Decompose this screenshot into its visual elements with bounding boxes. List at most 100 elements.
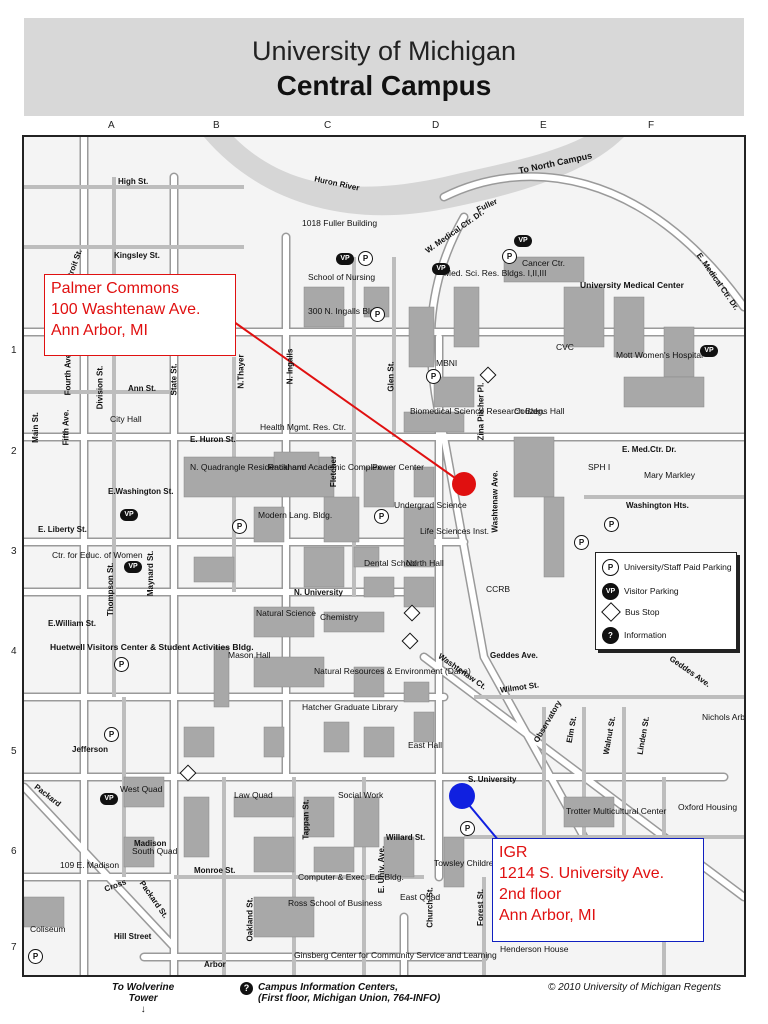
label-madison: Madison (134, 839, 167, 848)
label-state-st: State St. (169, 363, 179, 396)
label-ccrb: CCRB (486, 584, 511, 594)
label-e-william-st: E.William St. (48, 619, 96, 628)
label-undergrad-science: Undergrad Science (394, 500, 467, 510)
legend-label: University/Staff Paid Parking (624, 562, 732, 572)
label-univ-medical-center: University Medical Center (580, 280, 684, 290)
palmer-callout-city: Ann Arbor, MI (51, 322, 148, 339)
grid-col-d: D (432, 120, 440, 131)
grid-row-7: 7 (11, 942, 17, 953)
map-title-band: University of Michigan Central Campus (24, 18, 744, 116)
map-legend: P University/Staff Paid Parking VP Visit… (595, 552, 737, 650)
visitor-parking-icon[interactable]: VP (336, 253, 354, 265)
parking-icon[interactable]: P (604, 517, 619, 532)
label-forest-st: Forest St. (475, 889, 485, 926)
parking-icon[interactable]: P (370, 307, 385, 322)
grid-row-1: 1 (11, 345, 17, 356)
palmer-commons-marker[interactable] (452, 472, 476, 496)
legend-label: Information (624, 630, 667, 640)
footer-copyright: © 2010 University of Michigan Regents (548, 982, 722, 993)
igr-callout-city: Ann Arbor, MI (499, 907, 596, 924)
parking-icon[interactable]: P (104, 727, 119, 742)
visitor-parking-icon[interactable]: VP (514, 235, 532, 247)
information-icon: ? (602, 627, 619, 644)
label-computer-exec: Computer & Exec. Ed. Bldg. (298, 872, 404, 882)
label-hatcher: Hatcher Graduate Library (302, 702, 398, 712)
visitor-parking-icon[interactable]: VP (432, 263, 450, 275)
label-e-univ-ave: E. Univ. Ave. (377, 845, 387, 894)
parking-icon[interactable]: P (574, 535, 589, 550)
palmer-leader-line (226, 316, 466, 486)
label-oakland-st: Oakland St. (245, 897, 255, 942)
label-biomedical: Biomedical Science Research Bldg. (410, 406, 545, 416)
footer-info-line1: Campus Information Centers, (258, 982, 399, 993)
label-south-quad: South Quad (132, 846, 178, 856)
igr-callout: IGR 1214 S. University Ave. 2nd floor An… (492, 838, 704, 942)
grid-col-a: A (108, 120, 115, 131)
palmer-callout-address: 100 Washtenaw Ave. (51, 301, 201, 318)
label-e-liberty-st: E. Liberty St. (38, 525, 87, 534)
label-mbni: MBNI (436, 358, 458, 368)
grid-row-6: 6 (11, 846, 17, 857)
label-oxford-housing: Oxford Housing (678, 802, 738, 812)
title-university: University of Michigan (251, 36, 517, 66)
bus-stop-icon (601, 602, 621, 622)
parking-icon[interactable]: P (28, 949, 43, 964)
label-e-huron-st: E. Huron St. (190, 435, 236, 444)
label-school-nursing: School of Nursing (308, 272, 376, 282)
visitor-parking-icon[interactable]: VP (120, 509, 138, 521)
visitor-parking-icon[interactable]: VP (100, 793, 118, 805)
footer-wolverine-tower: To Wolverine Tower ↓ (112, 982, 174, 1015)
label-fifth-ave: Fifth Ave. (61, 409, 71, 446)
label-division-st: Division St. (95, 365, 105, 410)
label-law-quad: Law Quad (234, 790, 273, 800)
label-geddes-ave: Geddes Ave. (490, 651, 538, 660)
label-n-quad: N. Quadrangle Residential and Academic C… (190, 462, 382, 472)
grid-col-f: F (648, 120, 655, 131)
palmer-commons-callout: Palmer Commons 100 Washtenaw Ave. Ann Ar… (44, 274, 236, 356)
label-med-sci-res: Med. Sci. Res. Bldgs. I,II,III (444, 268, 547, 278)
parking-icon[interactable]: P (426, 369, 441, 384)
legend-row-visitor-parking: VP Visitor Parking (602, 583, 679, 600)
parking-icon[interactable]: P (358, 251, 373, 266)
label-hill-street: Hill Street (114, 932, 152, 941)
label-west-quad: West Quad (120, 784, 163, 794)
parking-icon: P (602, 559, 619, 576)
grid-row-5: 5 (11, 746, 17, 757)
label-n-ingalls: N. Ingalls (285, 348, 295, 385)
parking-icon[interactable]: P (374, 509, 389, 524)
label-mason-hall: Mason Hall (228, 650, 271, 660)
label-e-med-ctr-dr: E. Med.Ctr. Dr. (622, 445, 677, 454)
label-sph-i: SPH I (588, 462, 611, 472)
legend-row-bus-stop: Bus Stop (601, 602, 660, 622)
label-life-sciences: Life Sciences Inst. (420, 526, 489, 536)
grid-col-c: C (324, 120, 332, 131)
label-maynard-st: Maynard St. (146, 550, 156, 597)
label-cancer-ctr: Cancer Ctr. (522, 258, 565, 268)
footer-info-line2: (First floor, Michigan Union, 764-INFO) (258, 993, 441, 1004)
palmer-callout-name: Palmer Commons (51, 280, 180, 297)
label-ann-st: Ann St. (128, 384, 156, 393)
label-henderson-house: Henderson House (500, 944, 569, 954)
label-natural-science: Natural Science (256, 608, 317, 618)
visitor-parking-icon[interactable]: VP (124, 561, 142, 573)
label-power-center: Power Center (372, 462, 424, 472)
igr-callout-floor: 2nd floor (499, 886, 562, 903)
parking-icon[interactable]: P (232, 519, 247, 534)
label-ross: Ross School of Business (288, 898, 383, 908)
label-east-hall: East Hall (408, 740, 443, 750)
igr-marker[interactable] (449, 783, 475, 809)
parking-icon[interactable]: P (460, 821, 475, 836)
parking-icon[interactable]: P (502, 249, 517, 264)
label-n-ingalls-bldg: 300 N. Ingalls Bldg. (308, 306, 382, 316)
label-arbor: Arbor (204, 960, 226, 969)
legend-row-paid-parking: P University/Staff Paid Parking (602, 559, 732, 576)
label-nichols-arb: Nichols Arb. (702, 712, 746, 722)
label-modern-lang: Modern Lang. Bldg. (258, 510, 333, 520)
visitor-parking-icon[interactable]: VP (700, 345, 718, 357)
label-rackham: Rackham (268, 462, 304, 472)
label-coliseum: Coliseum (30, 924, 66, 934)
label-high-st: High St. (118, 177, 149, 186)
map-background (24, 137, 744, 975)
parking-icon[interactable]: P (114, 657, 129, 672)
label-east-quad: East Quad (400, 892, 441, 902)
